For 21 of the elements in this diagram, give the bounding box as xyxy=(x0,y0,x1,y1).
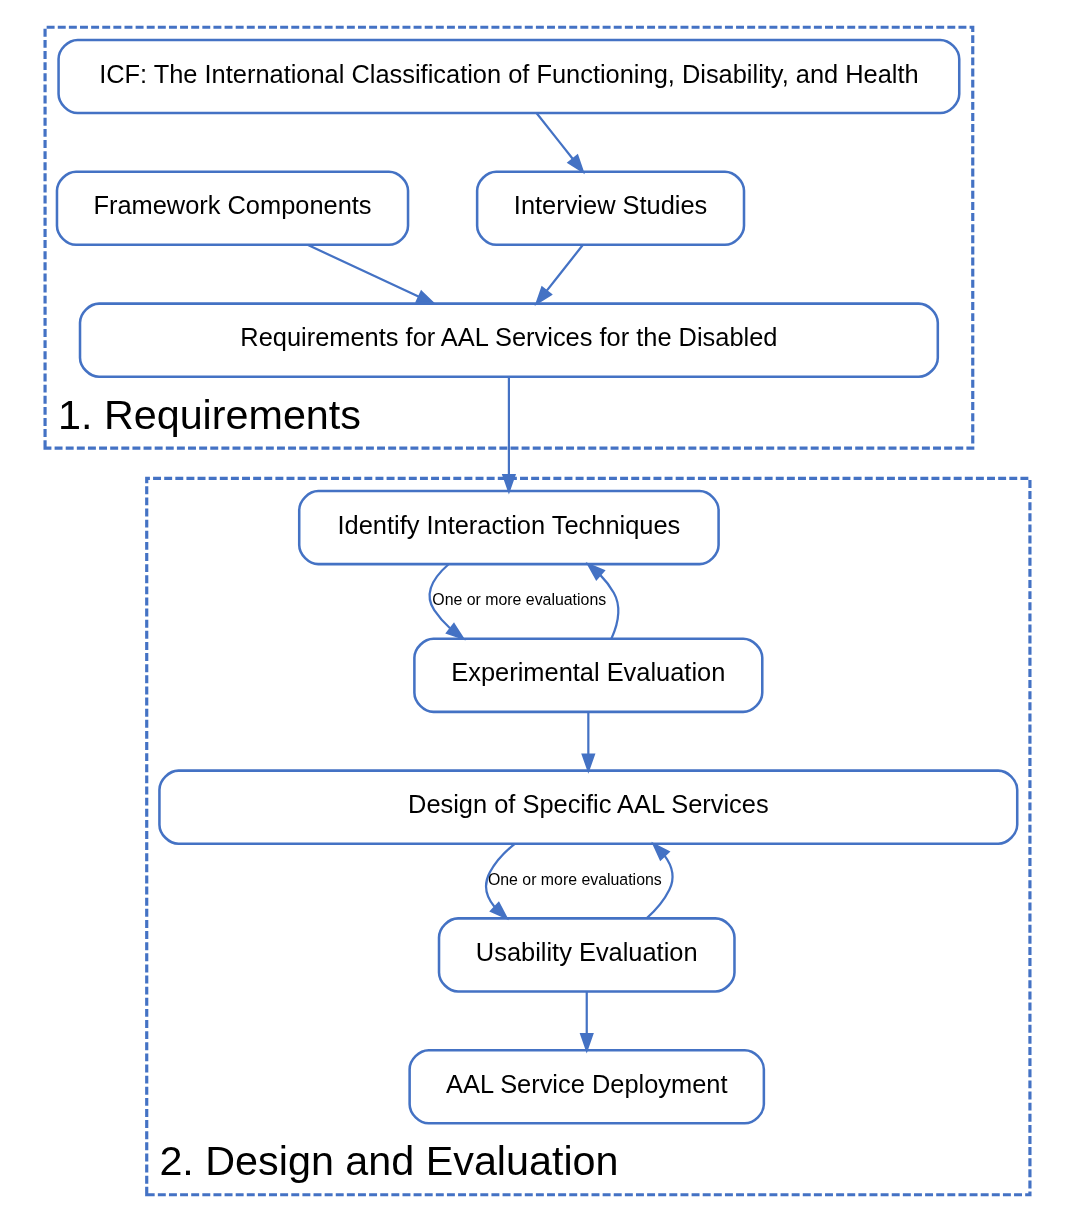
arrow xyxy=(535,112,585,175)
node-box: Requirements for AAL Services for the Disabled xyxy=(78,302,940,378)
arrow xyxy=(581,712,596,774)
arrow xyxy=(579,991,594,1054)
node-box: Design of Specific AAL Services xyxy=(158,769,1019,845)
node-box: Interview Studies xyxy=(475,170,746,247)
arrow xyxy=(428,563,466,641)
arrow xyxy=(585,562,620,639)
arrow xyxy=(501,376,517,495)
node-box: ICF: The International Classification of Functioning, Disability, and Health xyxy=(57,38,961,115)
edge-label: One or more evaluations xyxy=(487,871,662,889)
arrow xyxy=(484,843,516,921)
node-box: AAL Service Deployment xyxy=(408,1048,766,1125)
arrow xyxy=(307,244,437,305)
edge-label: One or more evaluations xyxy=(432,591,607,609)
node-box: Identify Interaction Techniques xyxy=(297,489,720,566)
arrow xyxy=(645,841,674,920)
node-box: Framework Components xyxy=(55,170,410,247)
node-box: Usability Evaluation xyxy=(437,917,736,993)
arrow xyxy=(534,244,584,307)
node-box: Experimental Evaluation xyxy=(413,637,764,714)
